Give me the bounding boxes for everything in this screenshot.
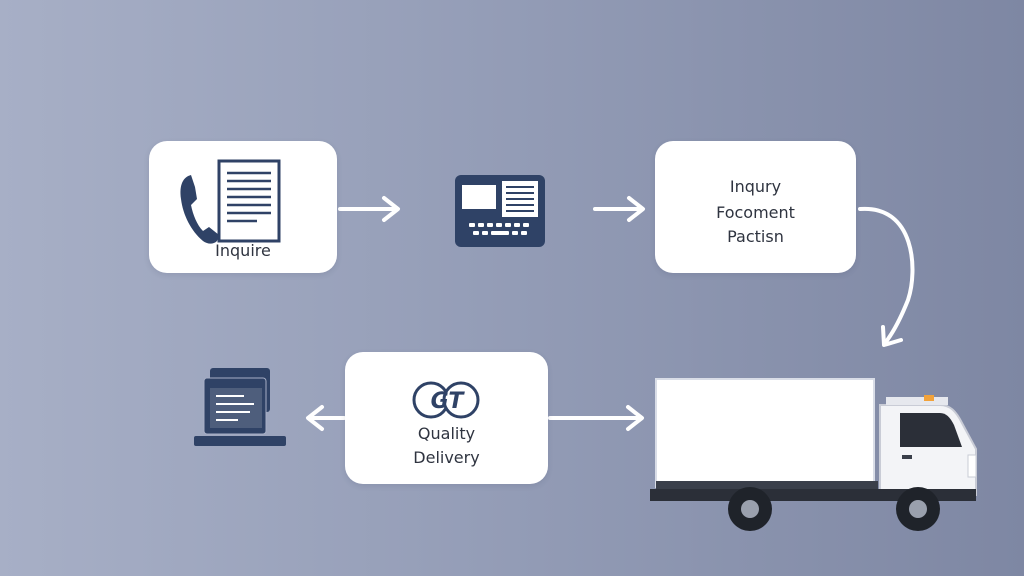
quality-line-1: Quality <box>417 424 476 443</box>
inquiry-doc-line-1: Inqury <box>729 177 782 196</box>
laptop-icon <box>194 368 286 446</box>
terminal-icon <box>455 175 545 247</box>
step-card-quality-delivery: GT Quality Delivery <box>345 352 548 484</box>
arrow-inquire-to-terminal <box>338 196 400 222</box>
arrow-quality-to-truck <box>548 405 644 431</box>
quality-badge-icon: GT <box>412 381 480 419</box>
document-icon <box>217 159 281 243</box>
step-card-inquiry-document: Inqury Focoment Pactisn <box>655 141 856 273</box>
arrow-inquiry-doc-to-truck <box>858 206 915 347</box>
inquiry-doc-line-3: Pactisn <box>727 227 784 246</box>
inquire-label: Inquire <box>215 241 271 260</box>
inquiry-doc-line-2: Focoment <box>716 203 795 222</box>
delivery-truck-icon <box>650 378 977 531</box>
quality-badge-text: GT <box>431 389 466 414</box>
arrow-quality-to-laptop <box>306 405 346 431</box>
step-card-inquire: Inquire <box>149 141 337 273</box>
quality-line-2: Delivery <box>413 448 480 467</box>
arrow-terminal-to-inquiry-doc <box>593 196 645 222</box>
phone-icon <box>180 175 219 244</box>
